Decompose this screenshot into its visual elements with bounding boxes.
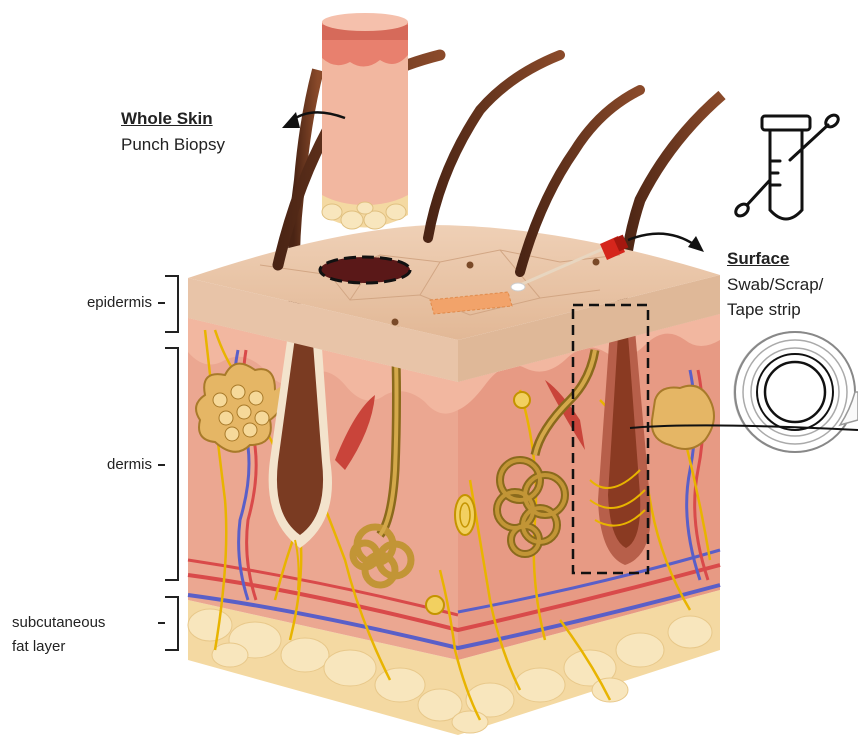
surface-method-line2: Tape strip	[727, 299, 801, 320]
sebaceous-gland-right	[652, 386, 714, 449]
subcutaneous-label-line1: subcutaneous	[12, 613, 105, 633]
surface-title: Surface	[727, 248, 789, 269]
punch-biopsy-label: Punch Biopsy	[121, 134, 225, 155]
subcutaneous-label-line2: fat layer	[12, 637, 65, 657]
tube-with-swab-icon	[733, 113, 840, 219]
whole-skin-title: Whole Skin	[121, 108, 213, 129]
epidermis-label: epidermis	[87, 293, 152, 313]
arrow-icon-surface	[628, 234, 704, 252]
dermis-label: dermis	[107, 455, 152, 475]
punch-biopsy-cylinder-icon	[322, 13, 408, 229]
layer-brackets	[158, 276, 178, 650]
surface-method-line1: Swab/Scrap/	[727, 274, 823, 295]
